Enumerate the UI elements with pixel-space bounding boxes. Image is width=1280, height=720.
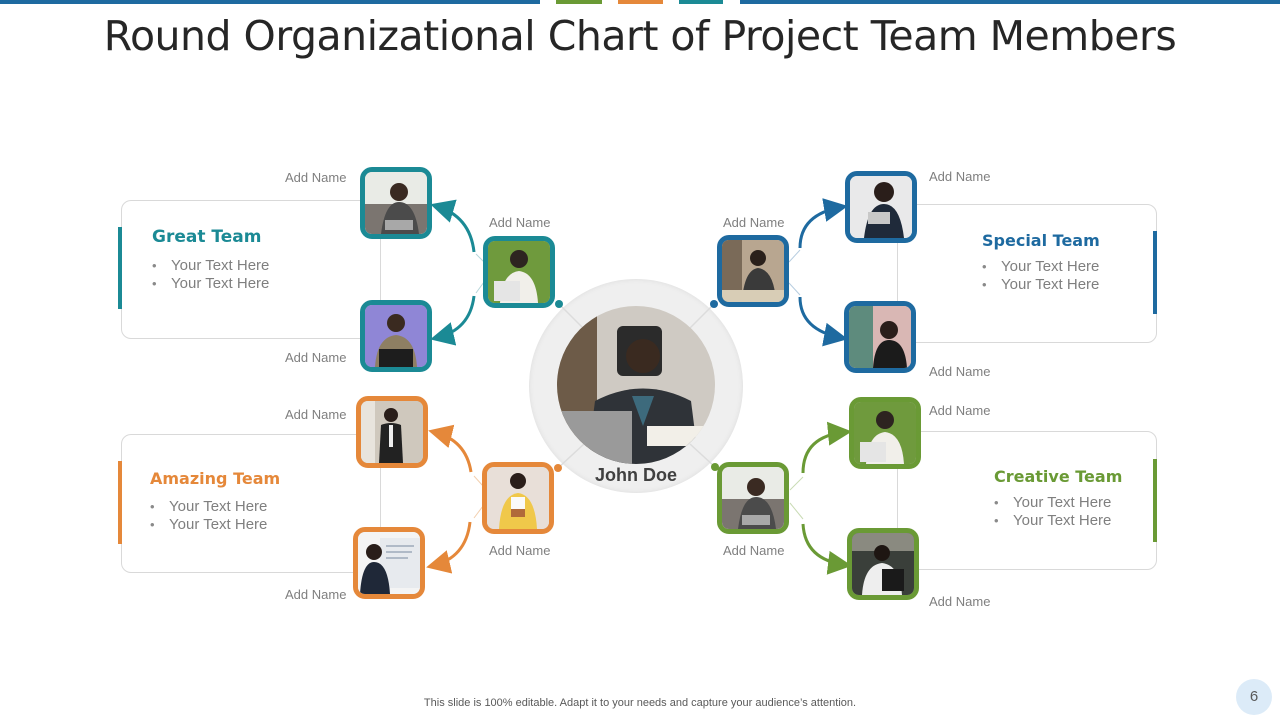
great-team-lead-photo[interactable] [483,236,555,308]
footer-note: This slide is 100% editable. Adapt it to… [423,697,857,709]
special-team-member-2-name: Add Name [929,364,991,379]
amazing-team-bullet: Your Text Here [150,516,267,534]
great-team-member-1-photo[interactable] [360,167,432,239]
creative-team-member-1-name: Add Name [929,403,991,418]
top-bar-blue-left [0,0,540,4]
person-photo-icon [557,306,715,464]
amazing-team-member-2-photo[interactable] [353,527,425,599]
special-team-member-1-name: Add Name [929,169,991,184]
special-team-lead-photo[interactable] [717,235,789,307]
great-team-member-2-photo[interactable] [360,300,432,372]
special-team-bullets: Your Text Here Your Text Here [982,258,1099,294]
amazing-team-lead-name: Add Name [489,543,551,558]
special-team-title: Special Team [982,231,1100,250]
special-team-bullet: Your Text Here [982,276,1099,294]
great-team-bullet: Your Text Here [152,275,269,293]
person-photo-icon [722,240,784,302]
great-team-title: Great Team [152,227,262,247]
person-photo-icon [365,172,427,234]
top-bar-green [556,0,602,4]
special-team-accent-bar [1153,231,1157,314]
amazing-team-lead-photo[interactable] [482,462,554,534]
amazing-team-member-1-name: Add Name [285,407,347,422]
great-team-member-2-name: Add Name [285,350,347,365]
person-photo-icon [852,533,914,595]
creative-team-lead-name: Add Name [723,543,785,558]
great-team-bullets: Your Text Here Your Text Here [152,257,269,293]
creative-team-member-2-name: Add Name [929,594,991,609]
creative-team-bullet: Your Text Here [994,512,1111,530]
great-team-accent-bar [118,227,122,309]
person-photo-icon [849,306,911,368]
creative-team-bullets: Your Text Here Your Text Here [994,494,1111,530]
great-team-member-1-name: Add Name [285,170,347,185]
amazing-team-accent-bar [118,461,122,544]
person-photo-icon [487,467,549,529]
person-photo-icon [488,241,550,303]
amazing-team-title: Amazing Team [150,469,281,488]
person-photo-icon [854,402,916,464]
person-photo-icon [365,305,427,367]
page-title: Round Organizational Chart of Project Te… [103,12,1177,60]
page-number-badge: 6 [1236,679,1272,715]
special-team-bullet: Your Text Here [982,258,1099,276]
person-photo-icon [361,401,423,463]
creative-team-member-1-photo[interactable] [849,397,921,469]
special-team-member-2-photo[interactable] [844,301,916,373]
creative-team-bullet: Your Text Here [994,494,1111,512]
amazing-team-bullet: Your Text Here [150,498,267,516]
top-bar-blue-right [740,0,1280,4]
special-team-lead-name: Add Name [723,215,785,230]
amazing-team-member-2-name: Add Name [285,587,347,602]
center-person-name: John Doe [594,465,677,485]
amazing-team-member-1-photo[interactable] [356,396,428,468]
creative-team-accent-bar [1153,459,1157,542]
creative-team-lead-photo[interactable] [717,462,789,534]
person-photo-icon [850,176,912,238]
creative-team-member-2-photo[interactable] [847,528,919,600]
amazing-team-bullets: Your Text Here Your Text Here [150,498,267,534]
center-person-photo[interactable] [557,306,715,464]
person-photo-icon [358,532,420,594]
special-team-member-1-photo[interactable] [845,171,917,243]
person-photo-icon [722,467,784,529]
great-team-lead-name: Add Name [489,215,551,230]
great-team-bullet: Your Text Here [152,257,269,275]
top-bar-orange [618,0,663,4]
creative-team-title: Creative Team [994,467,1123,486]
top-bar-teal [679,0,723,4]
